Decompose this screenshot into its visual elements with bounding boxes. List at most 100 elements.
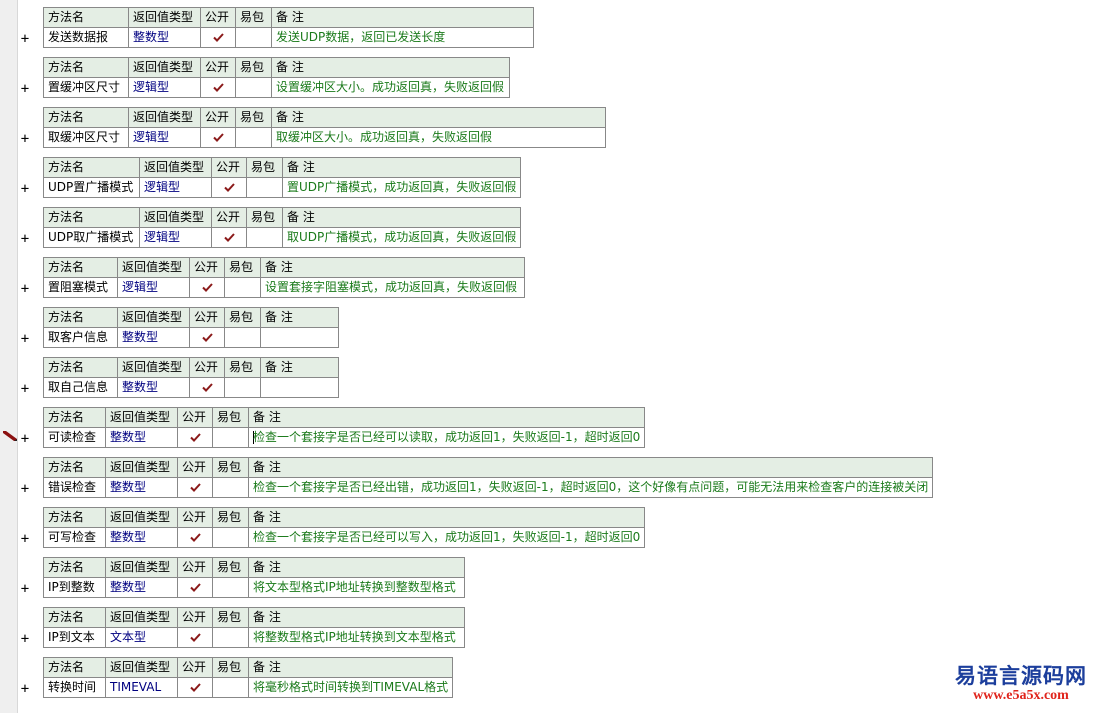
remark-cell[interactable]: 将文本型格式IP地址转换到整数型格式 (248, 577, 465, 598)
header-return-type: 返回值类型 (128, 107, 201, 128)
expand-toggle[interactable]: + (20, 131, 30, 147)
easy-package-cell[interactable] (224, 377, 261, 398)
public-cell[interactable] (189, 277, 225, 298)
public-cell[interactable] (177, 627, 213, 648)
return-type-cell[interactable]: 文本型 (105, 627, 178, 648)
return-type-cell[interactable]: 逻辑型 (139, 227, 212, 248)
method-name-cell[interactable]: 取缓冲区尺寸 (43, 127, 129, 148)
expand-toggle[interactable]: + (20, 331, 30, 347)
expand-toggle[interactable]: + (20, 231, 30, 247)
easy-package-cell[interactable] (235, 77, 272, 98)
method-row: 取缓冲区尺寸逻辑型 取缓冲区大小。成功返回真，失败返回假 (43, 127, 606, 148)
easy-package-cell[interactable] (212, 577, 249, 598)
easy-package-cell[interactable] (224, 327, 261, 348)
public-cell[interactable] (211, 227, 247, 248)
remark-cell[interactable]: 取缓冲区大小。成功返回真，失败返回假 (271, 127, 606, 148)
return-type-cell[interactable]: 逻辑型 (139, 177, 212, 198)
easy-package-cell[interactable] (224, 277, 261, 298)
method-name-cell[interactable]: 置阻塞模式 (43, 277, 118, 298)
public-cell[interactable] (211, 177, 247, 198)
expand-toggle[interactable]: + (20, 581, 30, 597)
remark-cell[interactable] (260, 327, 339, 348)
return-type-cell[interactable]: 整数型 (105, 427, 178, 448)
public-cell[interactable] (200, 77, 236, 98)
method-name-cell[interactable]: 可写检查 (43, 527, 106, 548)
remark-cell[interactable]: 将毫秒格式时间转换到TIMEVAL格式 (247, 677, 454, 698)
checkmark-icon (189, 433, 201, 442)
remark-cell[interactable]: 将整数型格式IP地址转换到文本型格式 (248, 627, 465, 648)
expand-toggle[interactable]: + (20, 631, 30, 647)
method-name-cell[interactable]: 取自己信息 (43, 377, 118, 398)
method-name-cell[interactable]: UDP置广播模式 (43, 177, 140, 198)
public-cell[interactable] (189, 327, 225, 348)
easy-package-cell[interactable] (212, 677, 249, 698)
method-table: 方法名返回值类型公开易包备 注可读检查整数型检查一个套接字是否已经可以读取，成功… (43, 407, 646, 448)
method-name-cell[interactable]: 转换时间 (43, 677, 106, 698)
method-name-cell[interactable]: 可读检查 (43, 427, 106, 448)
return-type-cell[interactable]: 逻辑型 (128, 77, 201, 98)
expand-toggle[interactable]: + (20, 531, 30, 547)
easy-package-cell[interactable] (212, 477, 249, 498)
remark-cell[interactable]: 发送UDP数据，返回已发送长度 (271, 27, 534, 48)
remark-cell[interactable]: 置UDP广播模式，成功返回真，失败返回假 (281, 177, 522, 198)
expand-toggle[interactable]: + (20, 481, 30, 497)
return-type-cell[interactable]: 逻辑型 (117, 277, 190, 298)
easy-package-cell[interactable] (212, 427, 249, 448)
remark-cell[interactable]: 取UDP广播模式，成功返回真，失败返回假 (281, 227, 522, 248)
remark-cell[interactable]: 检查一个套接字是否已经可以读取，成功返回1，失败返回-1，超时返回0 (247, 427, 646, 448)
remark-cell[interactable]: 设置缓冲区大小。成功返回真，失败返回假 (271, 77, 510, 98)
return-type-cell[interactable]: 整数型 (105, 577, 178, 598)
public-cell[interactable] (177, 527, 213, 548)
public-cell[interactable] (177, 677, 213, 698)
method-name-cell[interactable]: IP到文本 (43, 627, 106, 648)
method-name-cell[interactable]: IP到整数 (43, 577, 106, 598)
expand-toggle[interactable]: + (20, 431, 30, 447)
expand-toggle[interactable]: + (20, 181, 30, 197)
header-public: 公开 (177, 507, 213, 528)
remark-cell[interactable]: 检查一个套接字是否已经可以写入，成功返回1，失败返回-1，超时返回0 (247, 527, 646, 548)
header-remark: 备 注 (281, 157, 522, 178)
method-name-cell[interactable]: UDP取广播模式 (43, 227, 140, 248)
public-cell[interactable] (177, 477, 213, 498)
public-cell[interactable] (177, 577, 213, 598)
expand-toggle[interactable]: + (20, 681, 30, 697)
expand-toggle[interactable]: + (20, 381, 30, 397)
return-type-cell[interactable]: 整数型 (105, 527, 178, 548)
remark-cell[interactable]: 检查一个套接字是否已经出错，成功返回1，失败返回-1，超时返回0，这个好像有点问… (247, 477, 934, 498)
easy-package-cell[interactable] (235, 127, 272, 148)
method-name-cell[interactable]: 错误检查 (43, 477, 106, 498)
return-type-cell[interactable]: TIMEVAL (105, 677, 178, 698)
expand-toggle[interactable]: + (20, 81, 30, 97)
return-type-cell[interactable]: 整数型 (117, 327, 190, 348)
method-name-cell[interactable]: 发送数据报 (43, 27, 129, 48)
expand-toggle[interactable]: + (20, 281, 30, 297)
return-type-cell[interactable]: 整数型 (117, 377, 190, 398)
header-public: 公开 (189, 357, 225, 378)
return-type-cell[interactable]: 整数型 (128, 27, 201, 48)
expand-toggle[interactable]: + (20, 31, 30, 47)
remark-cell[interactable] (260, 377, 339, 398)
return-type-cell[interactable]: 整数型 (105, 477, 178, 498)
checkmark-icon (201, 333, 213, 342)
header-return-type: 返回值类型 (105, 407, 178, 428)
method-name-cell[interactable]: 置缓冲区尺寸 (43, 77, 129, 98)
easy-package-cell[interactable] (246, 177, 283, 198)
header-remark: 备 注 (271, 7, 534, 28)
public-cell[interactable] (189, 377, 225, 398)
easy-package-cell[interactable] (212, 527, 249, 548)
return-type-cell[interactable]: 逻辑型 (128, 127, 201, 148)
public-cell[interactable] (200, 127, 236, 148)
remark-cell[interactable]: 设置套接字阻塞模式，成功返回真，失败返回假 (260, 277, 525, 298)
public-cell[interactable] (177, 427, 213, 448)
method-name-cell[interactable]: 取客户信息 (43, 327, 118, 348)
header-return-type: 返回值类型 (128, 57, 201, 78)
header-remark: 备 注 (247, 457, 934, 478)
method-row: IP到整数整数型 将文本型格式IP地址转换到整数型格式 (43, 577, 465, 598)
public-cell[interactable] (200, 27, 236, 48)
header-public: 公开 (200, 57, 236, 78)
easy-package-cell[interactable] (235, 27, 272, 48)
easy-package-cell[interactable] (246, 227, 283, 248)
easy-package-cell[interactable] (212, 627, 249, 648)
